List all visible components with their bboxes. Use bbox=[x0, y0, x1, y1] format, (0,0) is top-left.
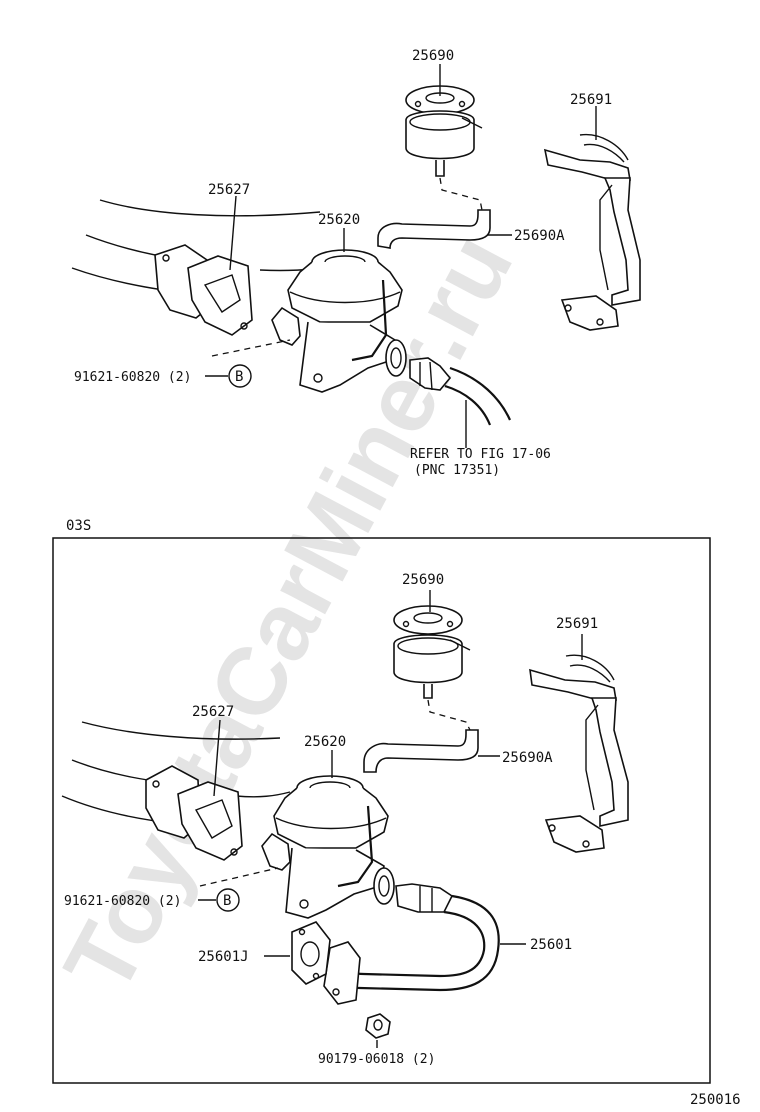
lower-label-25690A: 25690A bbox=[502, 750, 553, 766]
upper-ref-line1: REFER TO FIG 17-06 bbox=[410, 447, 551, 462]
lower-gasket-25601J[interactable] bbox=[291, 921, 331, 985]
upper-label-bolt: 91621-60820 (2) bbox=[74, 370, 191, 385]
upper-bracket-25691[interactable] bbox=[543, 133, 641, 331]
lower-section-frame bbox=[52, 537, 711, 1084]
lower-label-25601J: 25601J bbox=[198, 949, 249, 965]
figure-number: 250016 bbox=[690, 1092, 741, 1108]
lower-label-nut: 90179-06018 (2) bbox=[318, 1052, 435, 1067]
lower-leader-lines bbox=[198, 590, 583, 1048]
upper-label-25620: 25620 bbox=[318, 212, 360, 228]
lower-label-25627: 25627 bbox=[192, 704, 234, 720]
upper-marker-b: B bbox=[228, 364, 252, 388]
lower-gasket-25627[interactable] bbox=[145, 765, 243, 861]
lower-vsv-25690[interactable] bbox=[393, 605, 471, 699]
lower-marker-b: B bbox=[216, 888, 240, 912]
lower-egr-pipe-25601[interactable] bbox=[323, 883, 500, 1005]
upper-gasket-25627[interactable] bbox=[154, 244, 253, 336]
lower-section-label: 03S bbox=[66, 518, 91, 534]
upper-vsv-hose-dashline bbox=[439, 177, 483, 211]
lower-label-25620: 25620 bbox=[304, 734, 346, 750]
lower-marker-b-text: B bbox=[223, 893, 231, 909]
lower-label-25601: 25601 bbox=[530, 937, 572, 953]
lower-egr-valve-25620[interactable] bbox=[261, 775, 395, 919]
lower-nut-90179[interactable] bbox=[365, 1013, 391, 1039]
upper-diagram: B 25690 25691 25627 25620 25690A 91621-6… bbox=[71, 48, 641, 478]
lower-diagram: B 25690 25691 25627 25620 25690A 91621-6… bbox=[61, 572, 629, 1067]
upper-vsv-25690[interactable] bbox=[405, 85, 483, 177]
upper-marker-b-text: B bbox=[235, 369, 243, 385]
upper-leader-lines bbox=[205, 64, 597, 448]
lower-hose-25690A[interactable] bbox=[363, 729, 479, 773]
upper-label-25690: 25690 bbox=[412, 48, 454, 64]
upper-pipe-connector[interactable] bbox=[409, 357, 512, 426]
upper-label-25691: 25691 bbox=[570, 92, 612, 108]
lower-label-25691: 25691 bbox=[556, 616, 598, 632]
lower-label-25690: 25690 bbox=[402, 572, 444, 588]
lower-bracket-25691[interactable] bbox=[529, 654, 629, 853]
upper-label-25690A: 25690A bbox=[514, 228, 565, 244]
upper-label-25627: 25627 bbox=[208, 182, 250, 198]
upper-egr-valve-25620[interactable] bbox=[271, 249, 407, 393]
lower-vsv-hose-dashline bbox=[427, 699, 471, 731]
upper-hose-25690A[interactable] bbox=[377, 209, 491, 249]
lower-label-bolt: 91621-60820 (2) bbox=[64, 894, 181, 909]
upper-ref-line2: (PNC 17351) bbox=[414, 463, 500, 478]
